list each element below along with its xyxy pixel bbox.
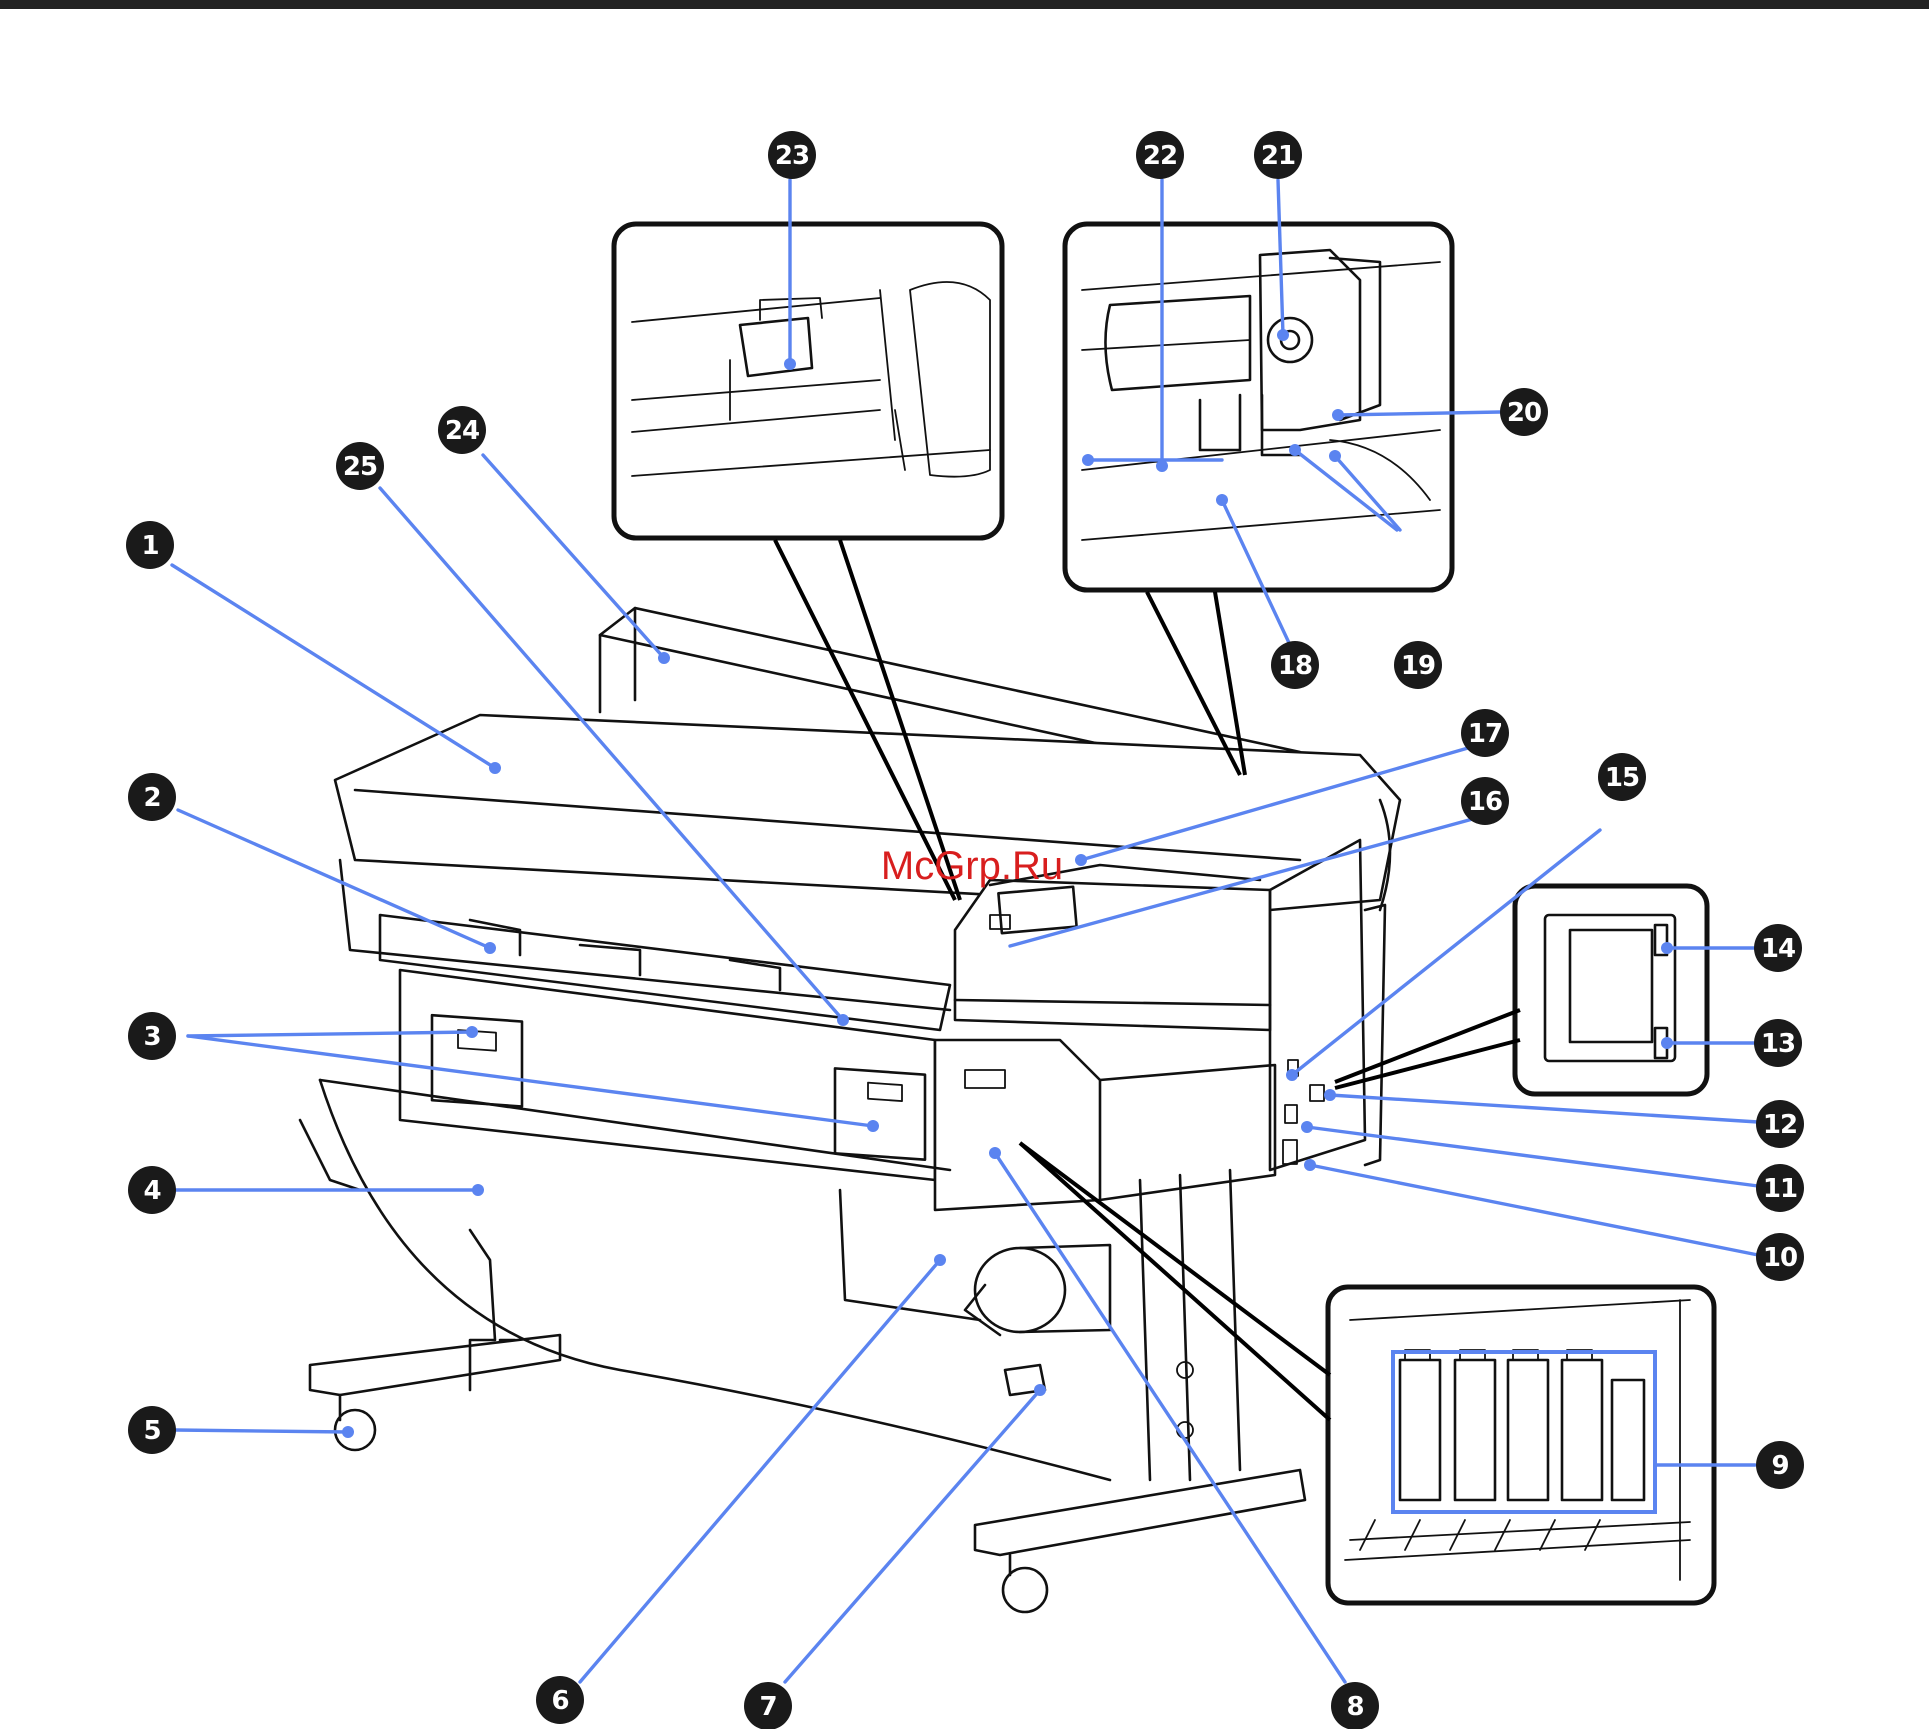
callout-5-label: 5 xyxy=(143,1416,160,1446)
callout-9-label: 9 xyxy=(1771,1451,1788,1481)
callout-1: 1 xyxy=(126,521,174,569)
callout-2-label: 2 xyxy=(143,783,160,813)
callout-10-label: 10 xyxy=(1763,1243,1797,1273)
callout-24-label: 24 xyxy=(445,416,479,446)
callout-21: 21 xyxy=(1254,131,1302,179)
callout-25: 25 xyxy=(336,442,384,490)
callout-9: 9 xyxy=(1756,1441,1804,1489)
inset-lan-port xyxy=(1515,886,1707,1094)
callout-18: 18 xyxy=(1271,641,1319,689)
callout-19-label: 19 xyxy=(1401,651,1435,681)
callout-2: 2 xyxy=(128,773,176,821)
callout-14-label: 14 xyxy=(1761,934,1795,964)
callout-21-label: 21 xyxy=(1261,141,1295,171)
callout-20-label: 20 xyxy=(1507,398,1541,428)
callout-22: 22 xyxy=(1136,131,1184,179)
callout-4: 4 xyxy=(128,1166,176,1214)
callout-12: 12 xyxy=(1756,1100,1804,1148)
callout-19: 19 xyxy=(1394,641,1442,689)
callout-11: 11 xyxy=(1756,1164,1804,1212)
callout-5: 5 xyxy=(128,1406,176,1454)
callout-4-label: 4 xyxy=(143,1176,160,1206)
callout-10: 10 xyxy=(1756,1233,1804,1281)
callout-17-label: 17 xyxy=(1468,719,1502,749)
callout-24: 24 xyxy=(438,406,486,454)
callout-7-label: 7 xyxy=(759,1692,776,1722)
watermark-text: McGrp.Ru xyxy=(881,844,1063,888)
callout-13-label: 13 xyxy=(1761,1029,1795,1059)
callout-6: 6 xyxy=(536,1676,584,1724)
callout-16-label: 16 xyxy=(1468,787,1502,817)
callout-3-label: 3 xyxy=(143,1022,160,1052)
callout-8-label: 8 xyxy=(1346,1692,1363,1722)
callout-20: 20 xyxy=(1500,388,1548,436)
header-bar xyxy=(0,0,1929,9)
callout-1-label: 1 xyxy=(141,531,158,561)
callout-22-label: 22 xyxy=(1143,141,1177,171)
callout-23: 23 xyxy=(768,131,816,179)
callout-16: 16 xyxy=(1461,777,1509,825)
callout-15-label: 15 xyxy=(1605,763,1639,793)
callout-3: 3 xyxy=(128,1012,176,1060)
inset-paper-slot xyxy=(614,224,1002,538)
printer-illustration xyxy=(300,608,1400,1612)
callout-25-label: 25 xyxy=(343,452,377,482)
callout-23-label: 23 xyxy=(775,141,809,171)
callout-15: 15 xyxy=(1598,753,1646,801)
callout-13: 13 xyxy=(1754,1019,1802,1067)
callout-8: 8 xyxy=(1331,1682,1379,1729)
callout-17: 17 xyxy=(1461,709,1509,757)
callout-18-label: 18 xyxy=(1278,651,1312,681)
callout-7: 7 xyxy=(744,1682,792,1729)
callout-12-label: 12 xyxy=(1763,1110,1797,1140)
inset-roll-holder xyxy=(1065,224,1452,590)
callout-11-label: 11 xyxy=(1763,1174,1797,1204)
callout-14: 14 xyxy=(1754,924,1802,972)
callout-6-label: 6 xyxy=(551,1686,568,1716)
